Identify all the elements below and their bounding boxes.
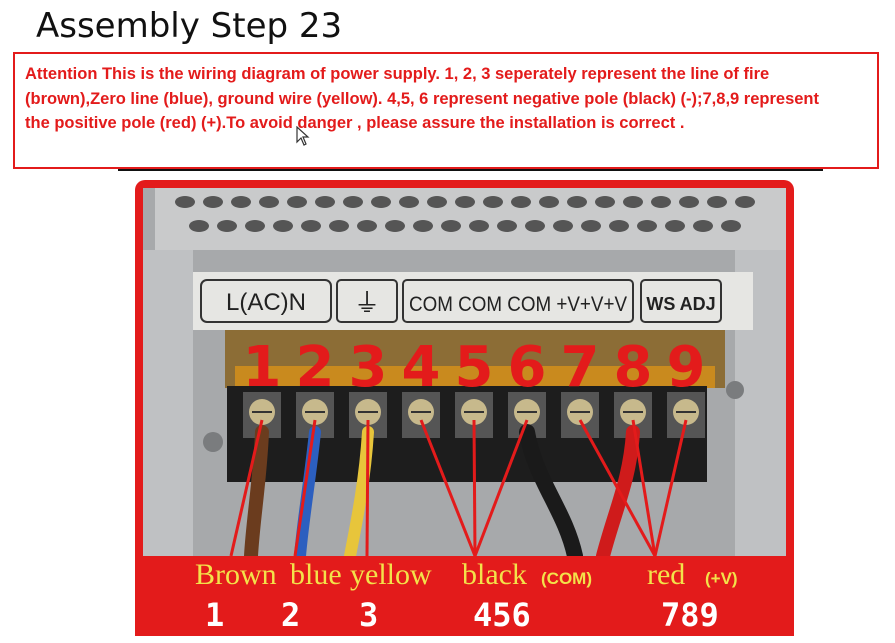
label-blue: blue	[290, 558, 342, 591]
terminal-number-8: 8	[614, 335, 653, 400]
mount-screw-left	[203, 432, 223, 452]
label-strip	[193, 272, 753, 330]
label-yellow: yellow	[350, 558, 432, 591]
ground-icon: ⏚	[354, 289, 380, 319]
terminal-number-6: 6	[508, 335, 547, 400]
label-box-comv	[402, 279, 634, 323]
label-number-1: 1	[205, 596, 224, 634]
label-number-3: 3	[359, 596, 378, 634]
wire-label-band	[135, 556, 794, 636]
terminal-number-3: 3	[349, 335, 388, 400]
pointer-lines	[229, 419, 688, 557]
divider-line	[118, 169, 823, 171]
label-box-wsadj	[640, 279, 722, 323]
vent-holes	[175, 196, 755, 232]
screw-7	[561, 392, 599, 438]
screw-6	[508, 392, 546, 438]
brown-wire	[244, 425, 269, 563]
label-comv: COM COM COM +V+V+V	[409, 293, 627, 316]
label-red: red	[647, 558, 685, 591]
terminal-number-2: 2	[296, 335, 335, 400]
terminal-number-4: 4	[402, 335, 441, 400]
mouse-cursor-icon	[296, 126, 310, 146]
page-title: Assembly Step 23	[36, 6, 343, 46]
attention-text: Attention This is the wiring diagram of …	[25, 65, 819, 132]
label-number-2: 2	[281, 596, 300, 634]
power-supply-photo: L(AC)N ⏚ COM COM COM +V+V+V WS ADJ	[135, 180, 794, 636]
label-lacn: L(AC)N	[226, 289, 306, 316]
label-wsadj: WS ADJ	[646, 294, 715, 314]
casing-left-side	[143, 250, 193, 556]
label-com: (COM)	[541, 569, 592, 588]
label-number-456: 456	[473, 596, 531, 634]
label-number-789: 789	[661, 596, 719, 634]
label-box-ground	[336, 279, 398, 323]
label-black: black	[462, 558, 527, 591]
terminal-number-5: 5	[455, 335, 494, 400]
terminal-number-9: 9	[667, 335, 706, 400]
screw-2	[296, 392, 334, 438]
screw-9	[667, 392, 705, 438]
black-wire	[519, 424, 583, 564]
pcb-orange-strip	[235, 366, 715, 388]
terminal-number-7: 7	[561, 335, 600, 400]
mount-screw-right	[726, 381, 744, 399]
label-plus-v: (+V)	[705, 569, 738, 588]
attention-box: Attention This is the wiring diagram of …	[13, 52, 879, 169]
label-box-lacn	[200, 279, 332, 323]
terminal-number-1: 1	[243, 335, 282, 400]
blue-wire	[294, 426, 321, 562]
label-brown: Brown	[195, 558, 277, 591]
screw-4	[402, 392, 440, 438]
